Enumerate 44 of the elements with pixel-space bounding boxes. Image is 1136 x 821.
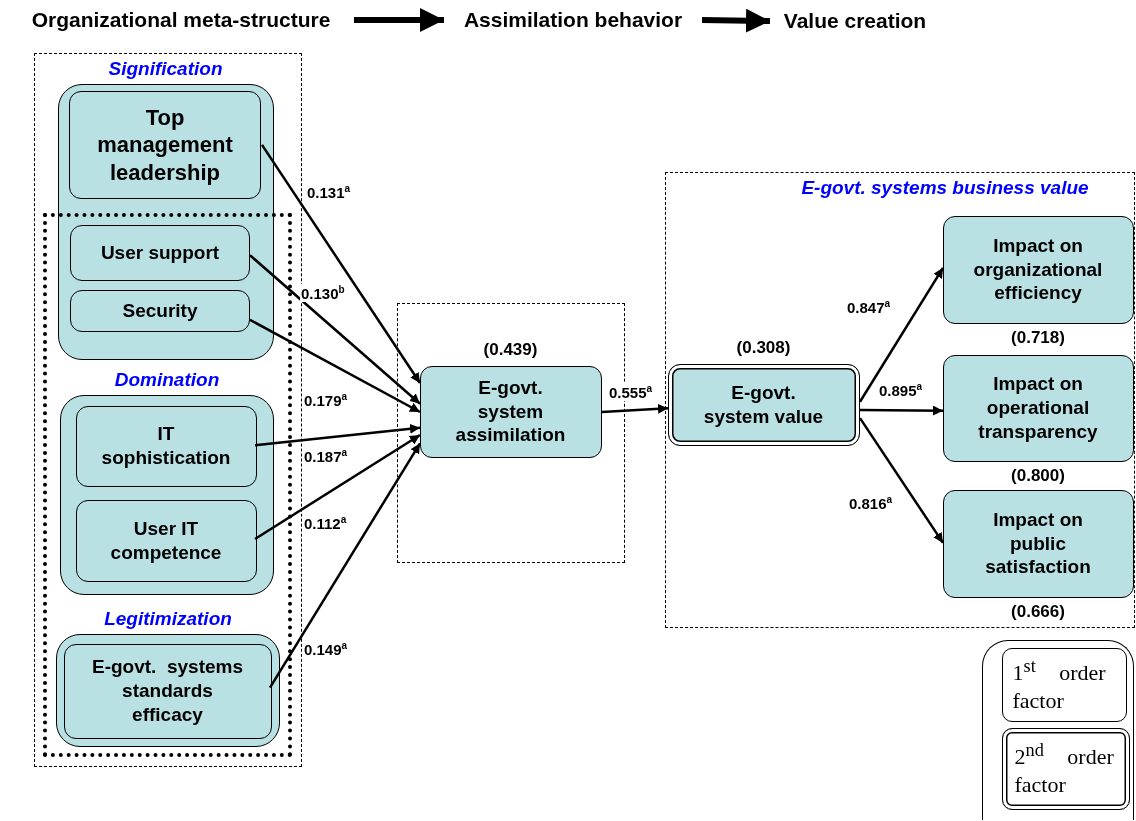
legend-frame xyxy=(982,640,1134,820)
construct-box: User support xyxy=(70,225,250,281)
loading-value: (0.718) xyxy=(1010,327,1066,348)
group-heading: Signification xyxy=(107,57,224,80)
arrow xyxy=(249,318,421,414)
edge-label: 0.130$^{b}$ xyxy=(300,284,346,302)
edge-label: 0.131$^{a}$ xyxy=(306,183,352,201)
arrow xyxy=(858,417,945,544)
legend-item xyxy=(1001,647,1127,722)
arrow xyxy=(601,403,669,414)
legend-item xyxy=(1001,727,1130,810)
construct-box: IT sophistication xyxy=(75,405,257,487)
construct-box: Security xyxy=(70,290,250,332)
dashed-frame xyxy=(665,172,1135,628)
edge-label: 0.187$^{a}$ xyxy=(303,447,349,465)
loading-value: (0.800) xyxy=(1010,465,1066,486)
arrow xyxy=(860,405,943,416)
construct-box: User IT competence xyxy=(75,499,257,582)
loading-value: (0.439) xyxy=(482,339,539,360)
edge-label: 0.555$^{a}$ xyxy=(608,383,654,401)
arrow xyxy=(249,254,421,405)
edge-label: 0.112$^{a}$ xyxy=(303,514,348,532)
arrow xyxy=(254,423,421,447)
construct-box: Top management leadership xyxy=(69,91,261,199)
group-heading: E-govt. systems business value xyxy=(800,177,1090,199)
group-heading: Domination xyxy=(113,369,221,391)
arrow xyxy=(701,8,771,33)
arrow xyxy=(354,8,444,32)
loading-value: (0.666) xyxy=(1010,601,1066,622)
stage-label: Organizational meta-structure xyxy=(8,7,354,33)
group-heading: Legitimization xyxy=(103,608,233,630)
stage-label: Value creation xyxy=(770,8,940,34)
edge-label: 0.816$^{a}$ xyxy=(848,494,894,512)
legend-text: 2$^{nd}$ order factor xyxy=(1014,738,1115,799)
legend-text: 1$^{st}$ order factor xyxy=(1012,654,1107,715)
arrow xyxy=(254,433,421,541)
stage-label: Assimilation behavior xyxy=(444,7,702,33)
edge-label: 0.847$^{a}$ xyxy=(846,298,892,316)
arrow xyxy=(858,267,945,403)
loading-value: (0.308) xyxy=(735,337,792,358)
edge-label: 0.895$^{a}$ xyxy=(878,381,924,399)
edge-label: 0.179$^{a}$ xyxy=(303,391,349,409)
construct-box: E-govt. systems standards efficacy xyxy=(63,643,272,739)
edge-label: 0.149$^{a}$ xyxy=(303,640,349,658)
